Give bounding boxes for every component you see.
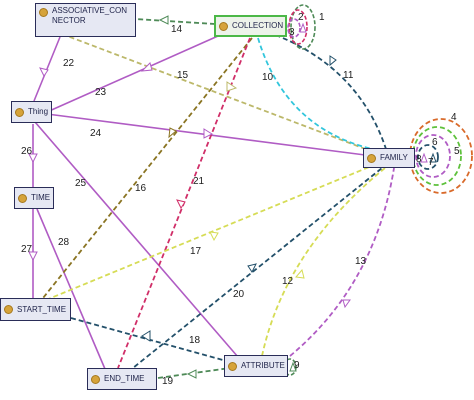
edge-label-14: 14 — [171, 24, 183, 35]
node-attribute[interactable]: ATTRIBUTE — [224, 355, 288, 377]
edge-label-4: 4 — [451, 112, 457, 123]
node-label: ASSOCIATIVE_CON NECTOR — [52, 6, 127, 25]
edge-label-21: 21 — [193, 176, 205, 187]
edge-11 — [267, 31, 387, 150]
class-icon — [228, 361, 237, 371]
edge-label-11: 11 — [343, 70, 354, 81]
class-icon — [367, 153, 376, 163]
loop-6 — [415, 134, 451, 178]
loop-2 — [288, 9, 308, 45]
edge-label-28: 28 — [58, 237, 70, 248]
edge-label-13: 13 — [355, 256, 367, 267]
edge-label-15: 15 — [177, 70, 189, 81]
arrowhead-12 — [295, 268, 305, 279]
edge-label-18: 18 — [189, 335, 201, 346]
edge-label-27: 27 — [21, 244, 33, 255]
edge-label-25: 25 — [75, 178, 87, 189]
arrowhead-17 — [209, 231, 219, 242]
node-label: Thing — [28, 107, 49, 116]
arrowhead-14 — [158, 15, 169, 25]
edge-label-5: 5 — [454, 146, 460, 157]
edge-20 — [127, 167, 383, 373]
arrowhead-9 — [289, 361, 297, 372]
edge-label-24: 24 — [90, 128, 102, 139]
arrowhead-13 — [342, 299, 351, 309]
edge-12 — [261, 167, 386, 357]
edge-label-17: 17 — [190, 246, 202, 257]
edge-label-9: 9 — [294, 360, 300, 371]
arrowhead-23 — [140, 62, 153, 72]
edge-14 — [134, 18, 216, 25]
edge-10 — [257, 37, 373, 150]
edge-label-10: 10 — [262, 72, 274, 83]
arrowhead-20 — [247, 263, 257, 273]
node-label: COLLECTION — [232, 21, 284, 30]
edge-label-1: 1 — [319, 12, 325, 23]
node-label: END_TIME — [104, 374, 145, 383]
class-icon — [219, 21, 228, 31]
node-label: TIME — [31, 193, 51, 202]
node-label: START_TIME — [17, 304, 67, 314]
edge-25 — [34, 121, 239, 358]
arrowhead-6 — [420, 152, 428, 163]
edge-label-16: 16 — [135, 183, 147, 194]
node-associative-connector[interactable]: ASSOCIATIVE_CON NECTOR — [35, 3, 136, 37]
arrowhead-26 — [28, 153, 38, 164]
edge-label-8: 8 — [416, 154, 422, 165]
edge-label-26: 26 — [21, 146, 33, 157]
class-icon — [18, 193, 27, 203]
node-label: ATTRIBUTE — [241, 361, 285, 370]
arrowhead-16 — [168, 127, 177, 139]
edge-label-20: 20 — [233, 289, 245, 300]
class-icon — [39, 8, 48, 17]
arrowhead-22 — [39, 67, 49, 77]
arrowhead-3 — [299, 22, 307, 33]
edge-label-19: 19 — [162, 376, 174, 387]
edge-label-2: 2 — [298, 12, 304, 23]
edge-13 — [289, 167, 395, 357]
arrowhead-18 — [141, 330, 151, 342]
edge-label-6: 6 — [432, 137, 438, 148]
edge-22 — [33, 36, 61, 102]
edge-label-12: 12 — [282, 276, 294, 287]
edge-15 — [61, 33, 369, 151]
node-collection[interactable]: COLLECTION — [214, 15, 287, 37]
arrowhead-11 — [329, 55, 337, 67]
node-thing[interactable]: Thing — [11, 101, 52, 123]
class-icon — [15, 107, 24, 117]
node-label: FAMILY — [380, 153, 408, 162]
class-icon — [4, 305, 13, 314]
edge-label-3: 3 — [289, 27, 295, 38]
arrowhead-27 — [28, 251, 38, 262]
node-end-time[interactable]: END_TIME — [87, 368, 157, 390]
node-family[interactable]: FAMILY — [363, 148, 415, 168]
edge-label-23: 23 — [95, 87, 107, 98]
arrowhead-15 — [226, 81, 238, 92]
loop-3 — [287, 18, 301, 38]
loop-1 — [290, 4, 316, 50]
edge-label-22: 22 — [63, 58, 75, 69]
loop-7 — [417, 144, 439, 170]
arrowhead-19 — [186, 369, 197, 379]
node-start-time[interactable]: START_TIME — [0, 298, 71, 321]
arrowhead-21 — [176, 199, 186, 209]
edge-23 — [46, 35, 219, 113]
arrowhead-24 — [203, 128, 214, 139]
class-icon — [91, 374, 100, 384]
node-time[interactable]: TIME — [14, 187, 54, 209]
arrowhead-7 — [429, 152, 437, 163]
edge-label-7: 7 — [428, 157, 434, 168]
